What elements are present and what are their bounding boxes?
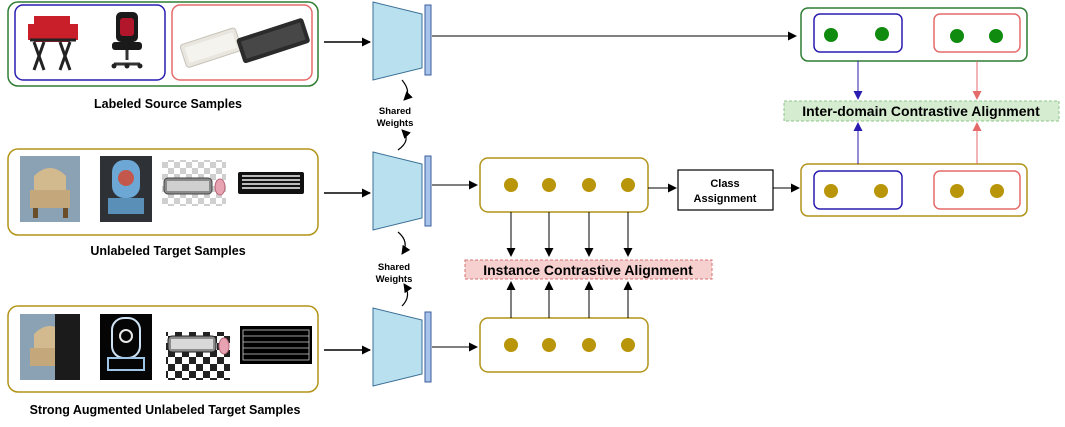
instance-alignment-label: Instance Contrastive Alignment bbox=[483, 262, 693, 278]
target-cluster-dot bbox=[874, 184, 888, 198]
target-cluster-dot bbox=[950, 184, 964, 198]
shared-weights-arrow-up bbox=[397, 129, 411, 151]
source-cluster-dot bbox=[989, 29, 1003, 43]
inter-domain-alignment-label: Inter-domain Contrastive Alignment bbox=[802, 103, 1040, 119]
source-cluster-box bbox=[800, 7, 1028, 62]
shared-weights-label-1a: Shared bbox=[379, 106, 411, 117]
strong-label: Strong Augmented Unlabeled Target Sample… bbox=[30, 403, 301, 417]
inter-domain-alignment-box bbox=[783, 100, 1060, 122]
target-cluster-dot bbox=[824, 184, 838, 198]
strong-samples-box bbox=[7, 305, 319, 393]
armchair-aug-image bbox=[20, 314, 80, 380]
source-cluster-dot bbox=[950, 29, 964, 43]
shared-weights-arrow-down-2 bbox=[397, 231, 411, 255]
source-label: Labeled Source Samples bbox=[94, 97, 242, 111]
instance-alignment-box bbox=[464, 259, 713, 280]
source-cluster-dot bbox=[875, 27, 889, 41]
patterned-chair-image bbox=[100, 156, 152, 222]
target-cluster-dot bbox=[990, 184, 1004, 198]
encoder-target bbox=[372, 151, 432, 231]
target-label: Unlabeled Target Samples bbox=[90, 244, 245, 258]
strong-feature-bar bbox=[424, 311, 432, 383]
target-feature-bar bbox=[424, 155, 432, 227]
shared-weights-arrow-down bbox=[401, 79, 413, 101]
keyboard-aug-image bbox=[166, 314, 230, 380]
class-assignment-label-2: Assignment bbox=[694, 193, 757, 205]
black-keyboard-image bbox=[236, 18, 310, 64]
target-feature-dot bbox=[621, 178, 635, 192]
source-class-b-cluster bbox=[933, 13, 1021, 53]
source-class-a-cluster bbox=[813, 13, 903, 53]
encoder-strong bbox=[372, 307, 432, 387]
source-feature-bar bbox=[424, 4, 432, 76]
shared-weights-label-2b: Weights bbox=[376, 274, 413, 285]
target-feature-box bbox=[479, 157, 649, 213]
strong-feature-dot bbox=[504, 338, 518, 352]
instance-arrows bbox=[506, 212, 633, 318]
shared-weights-arrow-up-2 bbox=[401, 283, 413, 307]
source-samples-box bbox=[7, 1, 319, 87]
camping-chair-image bbox=[28, 16, 78, 71]
strong-feature-dot bbox=[542, 338, 556, 352]
target-feature-dot bbox=[504, 178, 518, 192]
class-assignment-box bbox=[677, 169, 774, 211]
class-assignment-label-1: Class bbox=[710, 178, 739, 190]
armchair-image bbox=[20, 156, 80, 222]
target-feature-dot bbox=[542, 178, 556, 192]
chair-aug-image bbox=[100, 314, 152, 380]
target-samples-box bbox=[7, 148, 319, 236]
encoder-source bbox=[372, 1, 432, 81]
target-feature-dot bbox=[582, 178, 596, 192]
target-cluster-box bbox=[800, 163, 1028, 217]
strong-feature-dot bbox=[621, 338, 635, 352]
keyboard-edge-aug-image bbox=[240, 326, 312, 364]
strong-feature-box bbox=[479, 317, 649, 373]
shared-weights-label-1b: Weights bbox=[377, 118, 414, 129]
shared-weights-label-2a: Shared bbox=[378, 262, 410, 273]
black-keyboard-target-image bbox=[238, 172, 304, 194]
source-cluster-dot bbox=[824, 28, 838, 42]
keyboard-mouse-image bbox=[162, 160, 226, 206]
target-class-b-cluster bbox=[933, 170, 1021, 210]
strong-feature-dot bbox=[582, 338, 596, 352]
gaming-chair-image bbox=[111, 12, 143, 69]
target-class-a-cluster bbox=[813, 170, 903, 210]
